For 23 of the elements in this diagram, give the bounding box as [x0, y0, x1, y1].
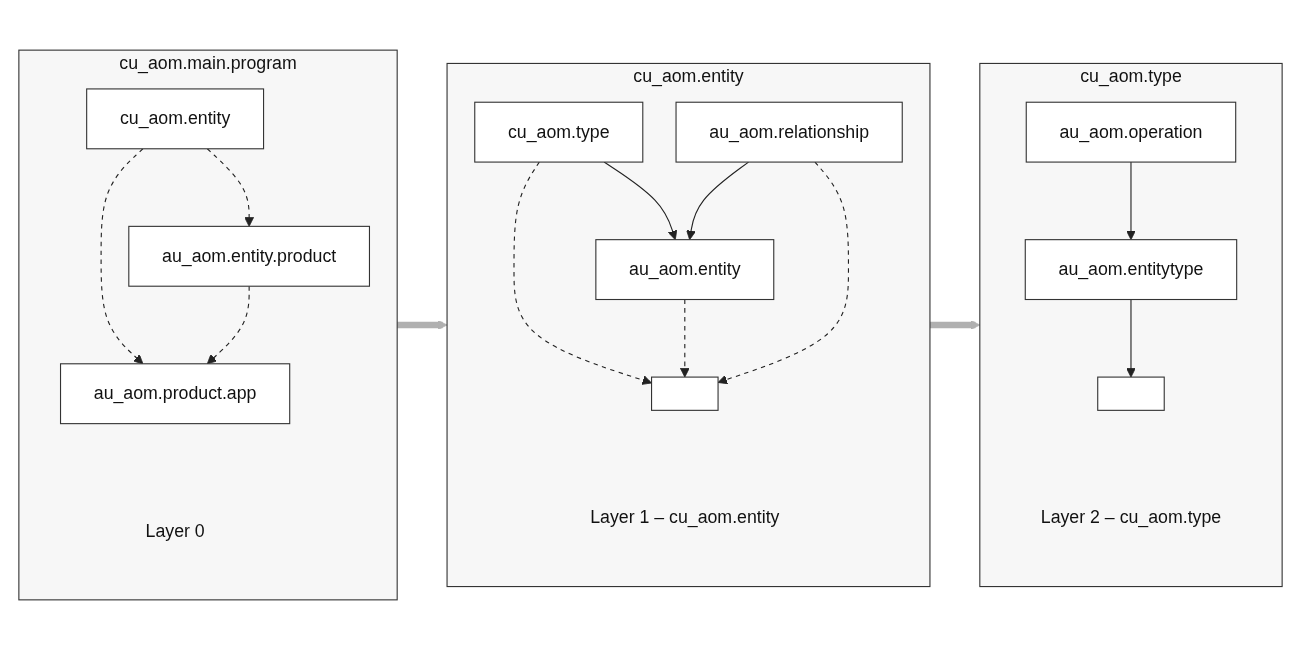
arrow [679, 298, 690, 378]
node-box: cu_aom.type [474, 101, 644, 163]
arrow [686, 161, 750, 241]
node-box: au_aom.entity.product [128, 225, 371, 287]
arrow [397, 320, 448, 330]
arrow [100, 148, 144, 365]
node-box [1097, 376, 1165, 411]
node-label: Layer 2 – cu_aom.type [1040, 507, 1222, 527]
arrow [1126, 161, 1136, 241]
node-label: Layer 1 – cu_aom.entity [590, 507, 780, 527]
node-box: cu_aom.entity [86, 88, 265, 150]
arrow [513, 161, 652, 385]
arrow [206, 148, 254, 227]
node-box: au_aom.relationship [675, 101, 903, 163]
arrow [1126, 298, 1136, 378]
node-box: au_aom.operation [1025, 101, 1237, 163]
node-box: au_aom.entitytype [1024, 239, 1238, 301]
node-box: au_aom.product.app [59, 363, 291, 425]
node-box [651, 376, 719, 411]
arrow [206, 285, 250, 365]
node-box: au_aom.entity [595, 239, 775, 301]
arrow [603, 161, 678, 241]
node-label: Layer 0 [145, 521, 205, 541]
